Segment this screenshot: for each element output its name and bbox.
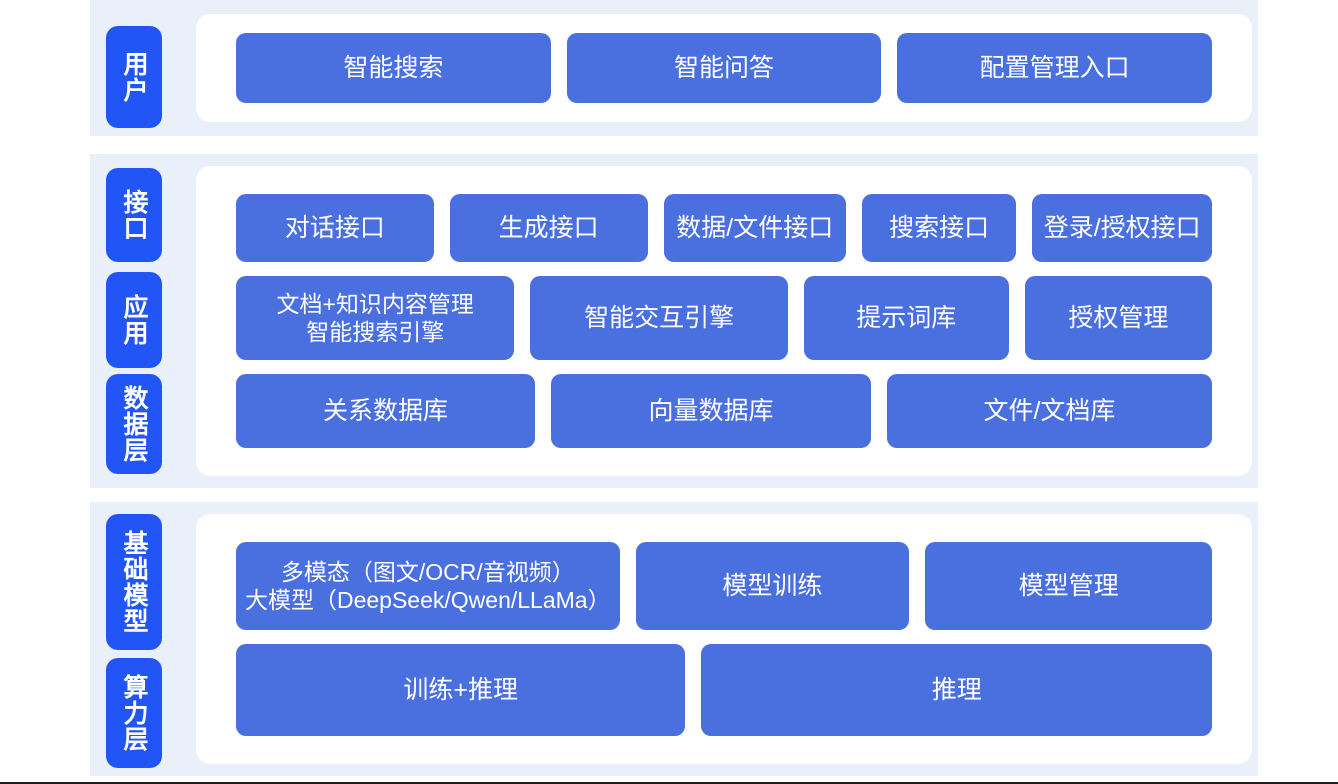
data-row: 关系数据库 向量数据库 文件/文档库 — [196, 374, 1252, 448]
box-config-management-entry[interactable]: 配置管理入口 — [897, 33, 1213, 103]
box-smart-qa[interactable]: 智能问答 — [566, 33, 882, 103]
box-inference[interactable]: 推理 — [701, 644, 1212, 736]
box-training-plus-inference[interactable]: 训练+推理 — [236, 644, 686, 736]
interface-row: 对话接口 生成接口 数据/文件接口 搜索接口 登录/授权接口 — [196, 194, 1252, 262]
box-data-file-api[interactable]: 数据/文件接口 — [663, 194, 846, 262]
group-infrastructure-band: 基础模型 算力层 多模态（图文/OCR/音视频） 大模型（DeepSeek/Qw… — [90, 502, 1258, 776]
box-dialog-api[interactable]: 对话接口 — [236, 194, 434, 262]
box-generation-api[interactable]: 生成接口 — [449, 194, 648, 262]
side-label-interface: 接口 — [106, 168, 162, 262]
bottom-divider — [0, 782, 1338, 784]
side-label-foundation-model: 基础模型 — [106, 514, 162, 650]
side-label-data-layer: 数据层 — [106, 374, 162, 474]
application-row: 文档+知识内容管理 智能搜索引擎 智能交互引擎 提示词库 授权管理 — [196, 276, 1252, 360]
box-vector-database[interactable]: 向量数据库 — [551, 374, 871, 448]
box-smart-search[interactable]: 智能搜索 — [236, 33, 551, 103]
group-infrastructure-card: 多模态（图文/OCR/音视频） 大模型（DeepSeek/Qwen/LLaMa）… — [196, 514, 1252, 764]
box-smart-interaction-engine[interactable]: 智能交互引擎 — [530, 276, 788, 360]
box-login-auth-api[interactable]: 登录/授权接口 — [1032, 194, 1213, 262]
group-user-label-column: 用户 — [90, 0, 178, 136]
box-doc-knowledge-search-engine[interactable]: 文档+知识内容管理 智能搜索引擎 — [236, 276, 515, 360]
model-row: 多模态（图文/OCR/音视频） 大模型（DeepSeek/Qwen/LLaMa）… — [196, 542, 1252, 630]
group-platform-label-column: 接口 应用 数据层 — [90, 154, 178, 488]
box-multimodal-large-model[interactable]: 多模态（图文/OCR/音视频） 大模型（DeepSeek/Qwen/LLaMa） — [236, 542, 620, 630]
side-label-user: 用户 — [106, 25, 162, 128]
side-label-application: 应用 — [106, 272, 162, 368]
box-model-management[interactable]: 模型管理 — [925, 542, 1212, 630]
group-user-card: 智能搜索 智能问答 配置管理入口 — [196, 14, 1252, 122]
box-prompt-library[interactable]: 提示词库 — [803, 276, 1009, 360]
group-platform-card: 对话接口 生成接口 数据/文件接口 搜索接口 登录/授权接口 文档+知识内容管理… — [196, 166, 1252, 476]
box-authorization-management[interactable]: 授权管理 — [1024, 276, 1212, 360]
box-search-api[interactable]: 搜索接口 — [861, 194, 1017, 262]
compute-row: 训练+推理 推理 — [196, 644, 1252, 736]
side-label-compute-layer: 算力层 — [106, 658, 162, 768]
box-relational-database[interactable]: 关系数据库 — [236, 374, 536, 448]
box-model-training[interactable]: 模型训练 — [635, 542, 910, 630]
user-row: 智能搜索 智能问答 配置管理入口 — [196, 33, 1252, 103]
box-file-document-store[interactable]: 文件/文档库 — [886, 374, 1213, 448]
group-infrastructure-label-column: 基础模型 算力层 — [90, 502, 178, 776]
group-user-band: 用户 智能搜索 智能问答 配置管理入口 — [90, 0, 1258, 136]
group-platform-band: 接口 应用 数据层 对话接口 生成接口 数据/文件接口 搜索接口 登录/授权接口… — [90, 154, 1258, 488]
